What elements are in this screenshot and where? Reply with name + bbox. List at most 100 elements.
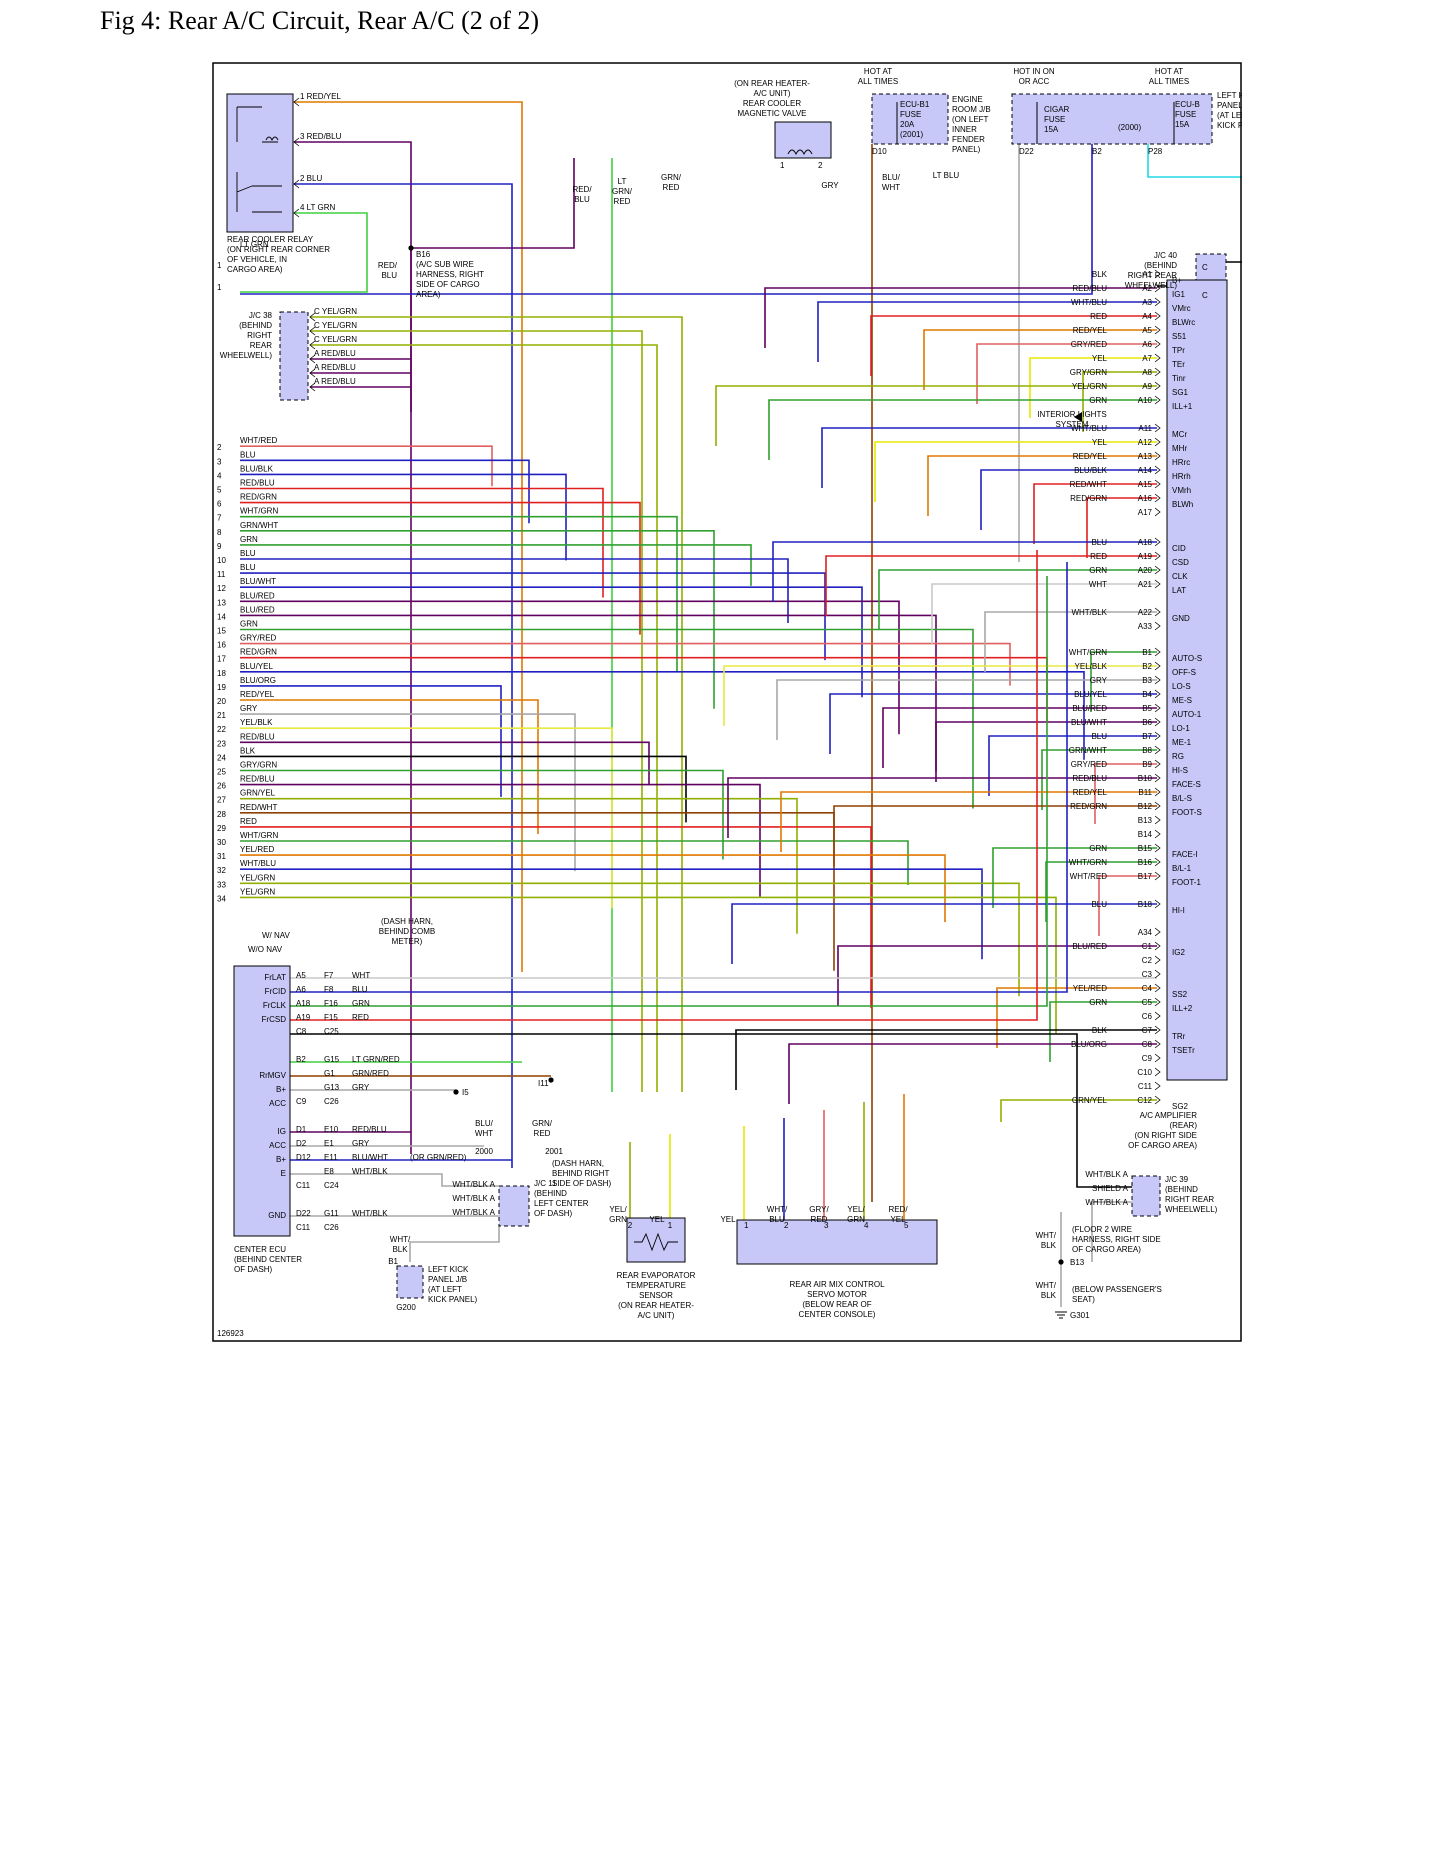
- left-wire-number: 1: [217, 283, 222, 292]
- amp-wire-label: WHT/BLK: [1071, 608, 1107, 617]
- amp-wire-label: RED/GRN: [1070, 494, 1107, 503]
- amp-wire-26: [829, 693, 1157, 754]
- ecu-wire-3: [290, 550, 1038, 1021]
- jc39-label: RIGHT REAR: [1165, 1195, 1214, 1204]
- amp-pin-label: A34: [1138, 928, 1153, 937]
- ecu-function-label: RrMGV: [259, 1071, 286, 1080]
- amp-pin-label: A19: [1138, 552, 1153, 561]
- amp-wire-label: BLU/BLK: [1074, 466, 1108, 475]
- wire-label: GRY/: [809, 1205, 829, 1214]
- left-wire-27: [240, 797, 798, 934]
- wire-label: GRN/: [532, 1119, 553, 1128]
- amp-wire-label: YEL/RED: [1073, 984, 1107, 993]
- ecu-function-label: FrCLK: [263, 1001, 287, 1010]
- relay-switch-icon: [236, 172, 282, 213]
- amp-function-label: BLWh: [1172, 500, 1193, 509]
- relay-coil-line: [236, 106, 278, 143]
- amp-function-label: CLK: [1172, 572, 1188, 581]
- connector-pin: [1154, 1011, 1161, 1021]
- wire-label: BLU: [574, 195, 590, 204]
- servo-motor-label: REAR AIR MIX CONTROL: [789, 1280, 885, 1289]
- jc11-label: (BEHIND: [534, 1189, 567, 1198]
- left-wire-label: BLU/BLK: [240, 464, 274, 473]
- jc38-label: J/C 38: [249, 311, 273, 320]
- left-wire-number: 13: [217, 598, 226, 607]
- wiring-diagram: REAR COOLER RELAY(ON RIGHT REAR CORNEROF…: [212, 62, 1242, 1342]
- rear-cooler-relay-label: OF VEHICLE, IN: [227, 255, 287, 264]
- connector-label: B13: [1070, 1258, 1085, 1267]
- amp-wire-45: [996, 987, 1157, 1048]
- left-wire-label: WHT/GRN: [240, 507, 278, 516]
- rear-cooler-relay: [226, 93, 294, 233]
- connector-pin: [1154, 899, 1161, 909]
- connector-pin: [1154, 745, 1161, 755]
- amp-wire-label: RED/BLU: [1072, 774, 1107, 783]
- jc38-pin-label: C YEL/GRN: [314, 307, 357, 316]
- left-wire-label: RED/BLU: [240, 732, 275, 741]
- left-wire-number: 8: [217, 528, 222, 537]
- magnetic-valve-label: MAGNETIC VALVE: [737, 109, 806, 118]
- left-wire-number: 17: [217, 655, 226, 664]
- servo-motor-label: CENTER CONSOLE): [799, 1310, 876, 1319]
- connector-pin: [1154, 381, 1161, 391]
- left-wire-number: 33: [217, 880, 226, 889]
- amp-wire-label: GRY/GRN: [1070, 368, 1107, 377]
- left-wire-label: RED: [240, 817, 257, 826]
- amp-function-label: OFF-S: [1172, 668, 1196, 677]
- amp-function-label: CID: [1172, 544, 1186, 553]
- connector-pin: [1154, 507, 1161, 517]
- ecu-pin-label: C11: [296, 1223, 311, 1232]
- amp-pin-label: B2: [1142, 662, 1152, 671]
- page-title: Fig 4: Rear A/C Circuit, Rear A/C (2 of …: [100, 6, 540, 35]
- connector-pin: [1154, 1053, 1161, 1063]
- amp-pin-label: C12: [1137, 1096, 1152, 1105]
- connector-pin: [1154, 843, 1161, 853]
- valve-pin-label: 2: [818, 161, 823, 170]
- amp-wire-label: RED/WHT: [1070, 480, 1107, 489]
- connector-pin: [293, 137, 300, 147]
- wire-label: YEL/: [609, 1205, 627, 1214]
- wire-label: RED/: [888, 1205, 908, 1214]
- wire-label: BLU: [769, 1215, 785, 1224]
- ecu-function-label: GND: [268, 1211, 286, 1220]
- amp-pin-label: A13: [1138, 452, 1153, 461]
- i5-splice: [453, 1089, 459, 1095]
- amp-function-label: BLWrc: [1172, 318, 1195, 327]
- evap-sensor-label: SENSOR: [639, 1291, 673, 1300]
- connector-pin: [1154, 395, 1161, 405]
- amp-wire-53: [1000, 1099, 1157, 1122]
- jc38-pin-label: A RED/BLU: [314, 349, 356, 358]
- wire-label: BLK: [392, 1245, 408, 1254]
- amp-pin-label: B7: [1142, 732, 1152, 741]
- amp-wire-25: [776, 679, 1157, 740]
- amp-wire-48: [735, 1029, 1157, 1090]
- amp-wire-label: GRY/RED: [1071, 340, 1108, 349]
- amp-wire-12: [927, 455, 1157, 516]
- year-label: 2000: [475, 1147, 493, 1156]
- engine-room-jb-label: (ON LEFT: [952, 115, 989, 124]
- magnetic-valve-label: A/C UNIT): [754, 89, 791, 98]
- ecu-pin-label: D2: [296, 1139, 307, 1148]
- amp-wire-label: RED/YEL: [1073, 326, 1108, 335]
- wire-label: BLU/: [882, 173, 901, 182]
- ecu-pin-label: B2: [296, 1055, 306, 1064]
- amp-wire-38: [1045, 861, 1157, 922]
- wire-label: LT BLU: [933, 171, 960, 180]
- left-wire-7: [240, 515, 678, 672]
- left-wire-18: [240, 670, 1085, 760]
- engine-room-jb-label: FENDER: [952, 135, 985, 144]
- wire-label: WHT/: [1036, 1231, 1057, 1240]
- ecu-wire-1: [290, 562, 1068, 993]
- connector-pin: [1154, 801, 1161, 811]
- amp-pin-label: A21: [1138, 580, 1153, 589]
- cigar-fuse-label: FUSE: [1044, 115, 1065, 124]
- wire-label: WHT/BLK A: [452, 1180, 495, 1189]
- amp-wire-37: [992, 847, 1157, 908]
- dash-harn-right-label: (DASH HARN,: [552, 1159, 604, 1168]
- connector-pin: [1154, 857, 1161, 867]
- connector-pin: [1154, 465, 1161, 475]
- amp-wire-label: YEL: [1092, 354, 1108, 363]
- left-wire-11: [240, 572, 826, 661]
- ecu-pin-label: F15: [324, 1013, 338, 1022]
- ecu-b1-fuse-box: [871, 93, 949, 145]
